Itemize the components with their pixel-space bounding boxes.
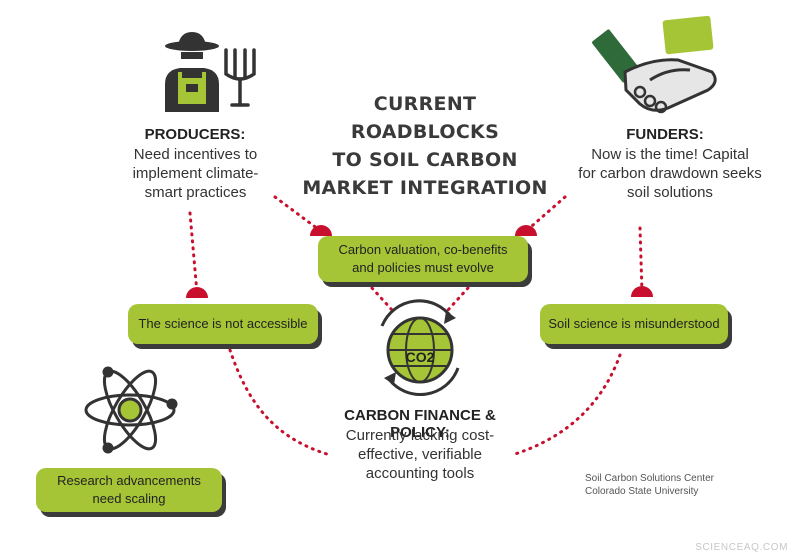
carbon-finance-text: Currently lacking cost- effective, verif… (345, 427, 495, 482)
roadblock-science-misunderstood: Soil science is misunderstood (540, 304, 728, 344)
connector-producers-to-science (188, 211, 199, 295)
atom-icon (84, 366, 178, 454)
connector-dot (631, 286, 653, 297)
roadblock-science-access: The science is not accessible (128, 304, 318, 344)
handshake-icon (592, 15, 717, 114)
farmer-icon (165, 32, 219, 112)
connector-dot (515, 225, 537, 236)
watermark: SCIENCEAQ.COM (695, 542, 788, 553)
producers-text: Need incentives to implement climate- sm… (132, 146, 259, 201)
funders-text: Now is the time! Capital for carbon draw… (578, 146, 762, 201)
co2-globe-icon: CO2 (380, 299, 460, 396)
connector-misunderstood-to-finance (510, 353, 622, 457)
roadblock-valuation: Carbon valuation, co-benefits and polici… (318, 236, 528, 282)
carbon-finance-heading: CARBON FINANCE & POLICY: (344, 407, 496, 441)
diagram-title: CURRENT ROADBLOCKS TO SOIL CARBON MARKET… (302, 93, 548, 199)
connector-valuation-to-globe-left (370, 286, 394, 312)
connector-dot (310, 225, 332, 236)
co2-label: CO2 (406, 349, 435, 365)
producers-heading: PRODUCERS: (144, 126, 246, 143)
source-credit: Soil Carbon Solutions Center Colorado St… (585, 473, 714, 497)
connector-funders-to-valuation (523, 195, 567, 234)
connector-valuation-to-globe-right (446, 286, 470, 312)
connector-funders-to-misunderstood (638, 226, 644, 294)
funders-heading: FUNDERS: (626, 126, 704, 143)
connector-dot (186, 287, 208, 298)
roadblock-research: Research advancements need scaling (36, 468, 222, 512)
connector-producers-to-valuation (273, 195, 324, 234)
pitchfork-icon (224, 48, 256, 107)
connector-science-to-finance (228, 348, 332, 457)
